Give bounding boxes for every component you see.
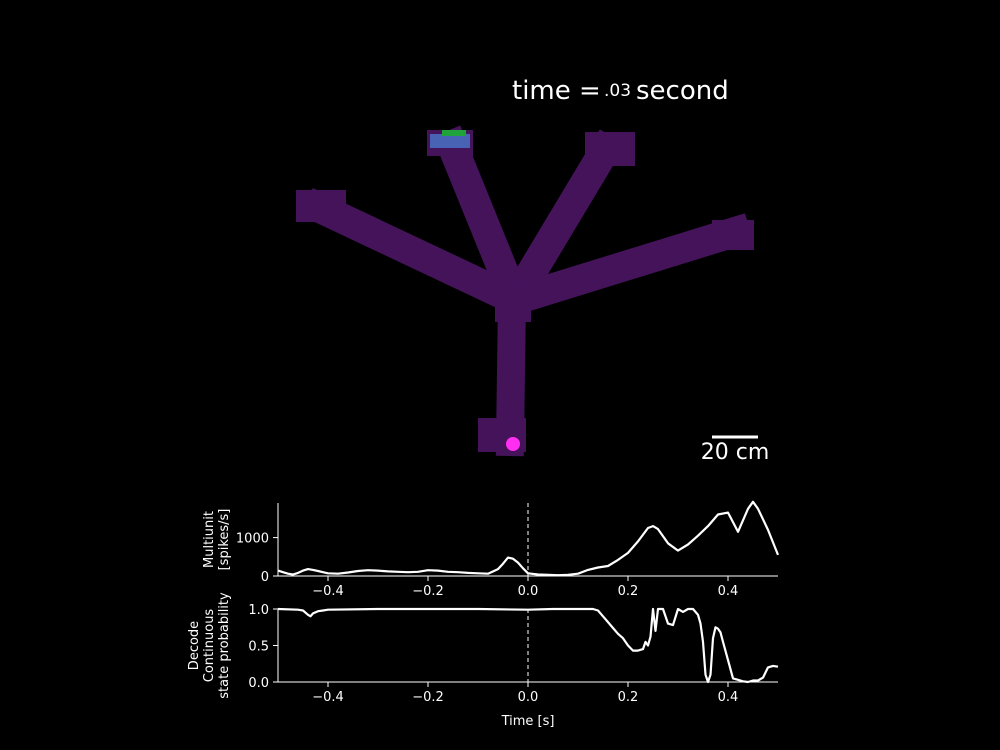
scale-bar-label: 20 cm xyxy=(701,440,770,465)
y-axis-label-line: Continuous xyxy=(202,609,217,683)
track-center xyxy=(495,292,531,322)
y-tick-label: 1000 xyxy=(236,532,269,547)
y-axis-label-line: state probability xyxy=(217,592,232,699)
track-arm-left xyxy=(300,188,535,320)
x-tick-label: 0.2 xyxy=(618,690,639,705)
x-tick-label: 0.4 xyxy=(718,584,739,599)
x-tick-label: 0.2 xyxy=(618,584,639,599)
y-tick-label: 0 xyxy=(261,570,269,585)
track-end-right xyxy=(712,220,754,250)
series-line xyxy=(277,607,779,684)
y-axis-label-line: [spikes/s] xyxy=(217,509,232,571)
posterior-peak xyxy=(442,130,466,136)
title-suffix: second xyxy=(636,76,729,106)
x-tick-label: 0.0 xyxy=(518,584,539,599)
y-tick-label: 0.0 xyxy=(248,676,269,691)
x-tick-label: 0.0 xyxy=(518,690,539,705)
animal-position xyxy=(506,437,520,451)
track-arm-upper-left xyxy=(432,125,535,320)
track-arm-right xyxy=(496,213,754,319)
track-arm-upper-right xyxy=(494,129,626,321)
scale-bar: 20 cm xyxy=(701,435,770,465)
x-tick-label: 0.4 xyxy=(718,690,739,705)
x-tick-label: −0.4 xyxy=(312,584,344,599)
y-axis-label-line: Decode xyxy=(187,621,202,670)
series-line xyxy=(277,500,780,577)
x-tick-label: −0.4 xyxy=(312,690,344,705)
multiunit-panel: −0.4 −0.2 0.0 0.2 0.4 0 1000 Multiunit[spikes/s… xyxy=(202,500,780,599)
track-arms xyxy=(300,125,754,457)
track-map xyxy=(296,125,754,457)
x-tick-label: −0.2 xyxy=(412,690,444,705)
y-tick-label: 0.5 xyxy=(248,640,269,655)
x-tick-label: −0.2 xyxy=(412,584,444,599)
track-end-left xyxy=(296,190,346,222)
y-axis-label-line: Multiunit xyxy=(202,511,217,568)
x-axis-label: Time [s] xyxy=(501,714,555,729)
title-value: .03 xyxy=(604,81,631,101)
track-end-upper-right xyxy=(585,132,635,166)
time-title: time = .03 second xyxy=(512,76,729,106)
y-tick-label: 1.0 xyxy=(248,603,269,618)
title-prefix: time = xyxy=(512,76,601,106)
posterior-highlight xyxy=(430,134,470,148)
